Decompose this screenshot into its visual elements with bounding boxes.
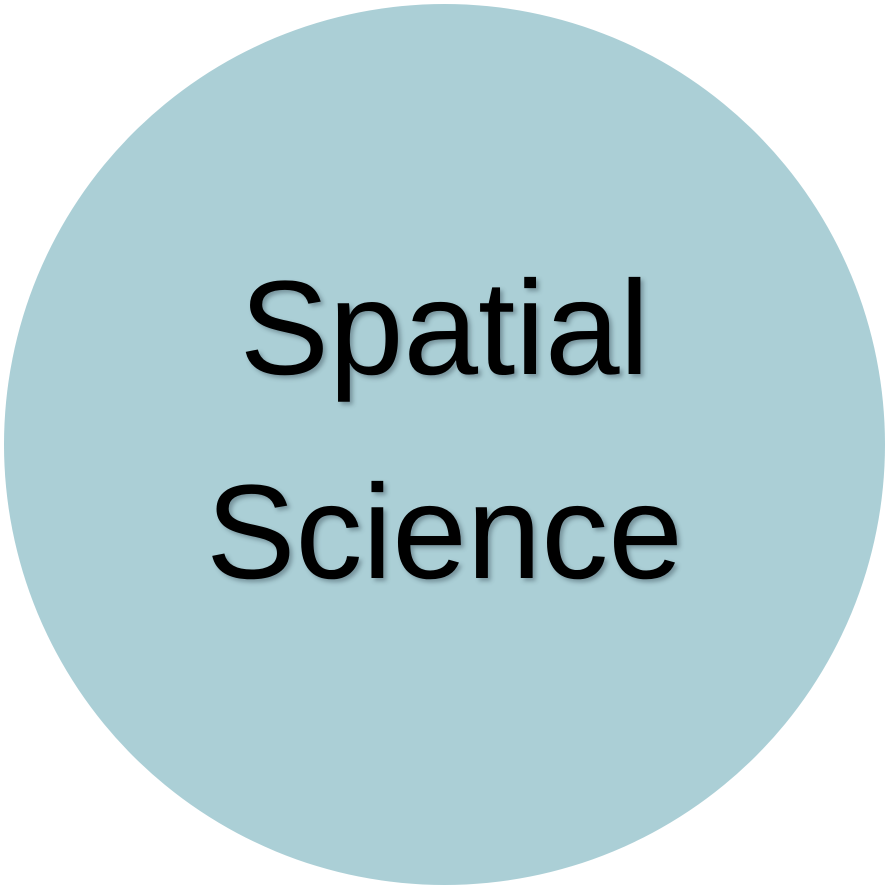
topic-label-line-1: Spatial <box>239 254 650 403</box>
topic-circle <box>4 4 885 885</box>
topic-label-line-2: Science <box>206 458 683 607</box>
